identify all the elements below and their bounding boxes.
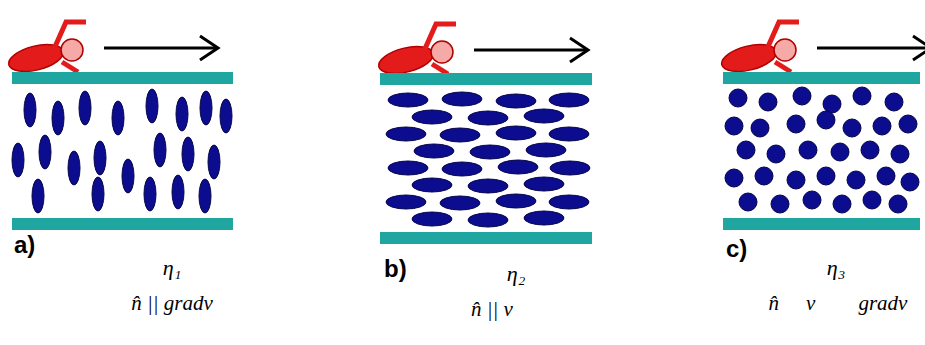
panel-label: c) <box>726 236 747 262</box>
panel-label: b) <box>384 256 407 282</box>
viscosity-symbol: η₂ <box>507 262 526 286</box>
panel-b-figure <box>376 24 592 244</box>
panel-label: a) <box>14 232 35 258</box>
orientation-condition: n̂ || gradv <box>131 292 213 315</box>
panel-a-figure <box>6 22 233 230</box>
panel-c-figure <box>719 22 925 230</box>
viscosity-symbol: η₃ <box>827 256 846 280</box>
orientation-condition: n̂ || v⃗ <box>471 298 529 321</box>
orientation-condition: n̂ ⊥ v⃗ ⊥ gradv <box>769 292 908 315</box>
viscosity-symbol: η₁ <box>163 256 182 280</box>
